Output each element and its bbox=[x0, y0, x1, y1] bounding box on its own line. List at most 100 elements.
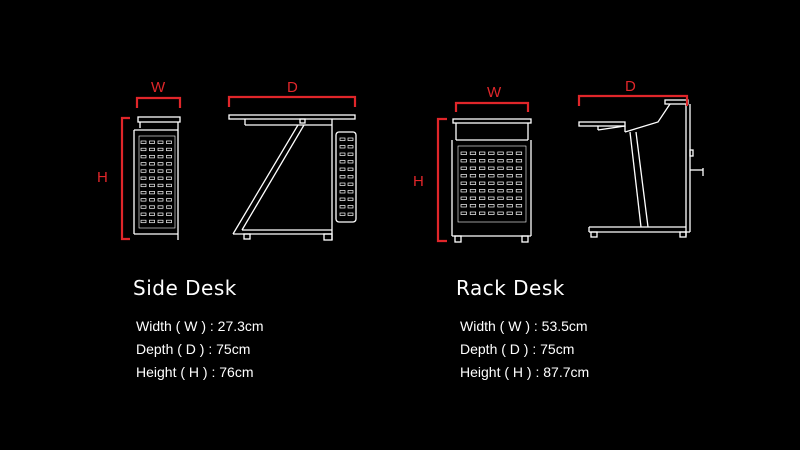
vent-slot bbox=[140, 212, 147, 216]
side-desk-side-vent-pattern bbox=[339, 137, 354, 216]
vent-slot bbox=[140, 169, 147, 173]
vent-slot bbox=[140, 155, 147, 159]
vent-slot bbox=[506, 189, 513, 193]
side-desk-width-spec: Width ( W ) : 27.3cm bbox=[136, 318, 264, 334]
vent-slot bbox=[149, 155, 155, 159]
vent-slot bbox=[488, 166, 495, 170]
vent-slot bbox=[515, 159, 523, 163]
vent-slot bbox=[149, 219, 155, 224]
rack-desk-width-dimension bbox=[454, 101, 530, 112]
vent-slot bbox=[479, 166, 486, 170]
vent-slot bbox=[157, 191, 164, 195]
rack-desk-width-label: W bbox=[487, 84, 502, 101]
vent-slot bbox=[347, 182, 354, 186]
vent-slot bbox=[469, 174, 477, 178]
vent-slot bbox=[157, 176, 164, 180]
vent-slot bbox=[140, 191, 147, 195]
vent-slot bbox=[166, 205, 172, 209]
vent-slot bbox=[497, 189, 504, 193]
rack-desk-depth-spec: Depth ( D ) : 75cm bbox=[460, 341, 575, 357]
vent-slot bbox=[149, 212, 155, 216]
vent-slot bbox=[497, 211, 504, 215]
vent-slot bbox=[469, 204, 477, 208]
vent-slot bbox=[469, 151, 477, 155]
side-desk-height-label: H bbox=[97, 169, 108, 186]
vent-slot bbox=[488, 189, 495, 193]
side-desk-front-vent-pattern bbox=[140, 140, 172, 224]
vent-slot bbox=[149, 198, 155, 202]
vent-slot bbox=[347, 152, 354, 156]
vent-slot bbox=[479, 174, 486, 178]
vent-slot bbox=[157, 155, 164, 159]
vent-slot bbox=[506, 196, 513, 200]
vent-slot bbox=[149, 140, 155, 144]
vent-slot bbox=[339, 145, 346, 149]
vent-slot bbox=[339, 197, 346, 201]
vent-slot bbox=[166, 183, 172, 188]
vent-slot bbox=[497, 159, 504, 163]
vent-slot bbox=[488, 196, 495, 200]
vent-slot bbox=[506, 204, 513, 208]
rack-desk-title: Rack Desk bbox=[456, 276, 565, 300]
vent-slot bbox=[166, 198, 172, 202]
vent-slot bbox=[140, 198, 147, 202]
vent-slot bbox=[149, 176, 155, 180]
vent-slot bbox=[339, 160, 346, 164]
side-desk-depth-spec: Depth ( D ) : 75cm bbox=[136, 341, 251, 357]
vent-slot bbox=[347, 160, 354, 164]
vent-slot bbox=[488, 181, 495, 185]
side-desk-height-spec: Height ( H ) : 76cm bbox=[136, 364, 254, 380]
vent-slot bbox=[460, 211, 467, 215]
vent-slot bbox=[166, 162, 172, 166]
vent-slot bbox=[479, 189, 486, 193]
rack-desk-depth-dimension bbox=[577, 94, 689, 106]
side-desk-side-view bbox=[228, 114, 357, 241]
vent-slot bbox=[469, 181, 477, 185]
vent-slot bbox=[460, 174, 467, 178]
vent-slot bbox=[347, 145, 354, 149]
vent-slot bbox=[157, 140, 164, 144]
vent-slot bbox=[166, 169, 172, 173]
side-desk-height-dimension bbox=[120, 116, 130, 241]
vent-slot bbox=[479, 181, 486, 185]
vent-slot bbox=[149, 191, 155, 195]
vent-slot bbox=[479, 159, 486, 163]
side-desk-depth-dimension bbox=[227, 95, 357, 107]
vent-slot bbox=[515, 196, 523, 200]
rack-desk-height-dimension bbox=[436, 117, 447, 243]
vent-slot bbox=[166, 212, 172, 216]
vent-slot bbox=[488, 204, 495, 208]
vent-slot bbox=[157, 162, 164, 166]
vent-slot bbox=[515, 181, 523, 185]
vent-slot bbox=[339, 175, 346, 179]
vent-slot bbox=[140, 162, 147, 166]
vent-slot bbox=[157, 169, 164, 173]
vent-slot bbox=[157, 198, 164, 202]
vent-slot bbox=[479, 196, 486, 200]
vent-slot bbox=[460, 189, 467, 193]
vent-slot bbox=[488, 151, 495, 155]
vent-slot bbox=[339, 182, 346, 186]
vent-slot bbox=[506, 166, 513, 170]
rack-desk-front-view bbox=[451, 118, 532, 243]
vent-slot bbox=[347, 197, 354, 201]
vent-slot bbox=[347, 205, 354, 209]
vent-slot bbox=[497, 181, 504, 185]
vent-slot bbox=[339, 152, 346, 156]
rack-desk-side-view bbox=[578, 99, 704, 238]
vent-slot bbox=[347, 167, 354, 171]
rack-desk-depth-label: D bbox=[625, 78, 636, 95]
vent-slot bbox=[497, 204, 504, 208]
vent-slot bbox=[506, 174, 513, 178]
vent-slot bbox=[515, 166, 523, 170]
rack-desk-width-spec: Width ( W ) : 53.5cm bbox=[460, 318, 588, 334]
vent-slot bbox=[460, 196, 467, 200]
vent-slot bbox=[166, 176, 172, 180]
vent-slot bbox=[339, 167, 346, 171]
vent-slot bbox=[347, 190, 354, 194]
vent-slot bbox=[497, 196, 504, 200]
vent-slot bbox=[469, 196, 477, 200]
vent-slot bbox=[339, 212, 346, 216]
vent-slot bbox=[488, 174, 495, 178]
vent-slot bbox=[157, 183, 164, 188]
